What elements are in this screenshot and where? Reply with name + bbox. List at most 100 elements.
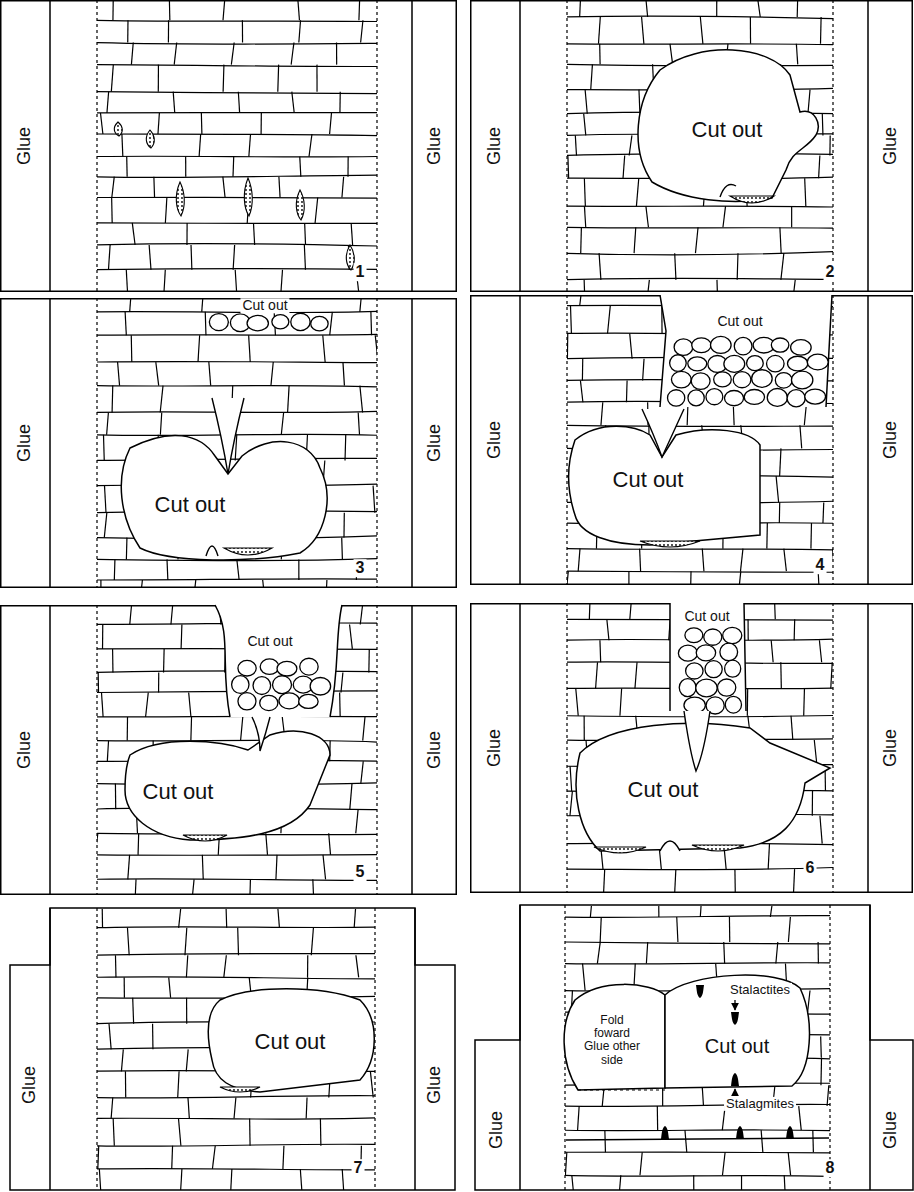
panel-border <box>1 1 457 292</box>
glue-tab-edge <box>411 0 413 292</box>
panel-border <box>471 1 913 292</box>
joint-line <box>819 156 820 179</box>
stalagmite-symbol <box>661 1126 669 1139</box>
bedding-line <box>97 20 377 21</box>
rubble-stone <box>670 355 687 372</box>
callout-number: 4 <box>814 556 827 574</box>
joint-line <box>635 662 637 688</box>
joint-line <box>223 177 225 198</box>
joint-line <box>158 672 159 692</box>
joint-line <box>741 549 743 572</box>
cut-line <box>660 295 832 407</box>
cut-out-label: Cut out <box>245 634 294 649</box>
joint-line <box>370 1071 373 1097</box>
limestone-bricks <box>565 906 830 1190</box>
cut-out-label: Cut out <box>255 1030 326 1054</box>
joint-line <box>646 942 647 964</box>
bedding-line <box>97 175 377 177</box>
joint-line <box>304 223 306 245</box>
panel-features <box>114 122 354 270</box>
joint-line <box>343 362 344 386</box>
joint-line <box>102 624 103 648</box>
joint-line <box>604 1130 606 1152</box>
glue-tab-edge <box>519 295 521 585</box>
joint-line <box>600 917 601 942</box>
joint-line <box>131 335 133 362</box>
joint-line <box>186 223 187 245</box>
joint-line <box>579 1 581 17</box>
joint-line <box>700 906 701 917</box>
glue-tab-edge <box>49 0 51 292</box>
joint-line <box>103 435 105 461</box>
joint-line <box>339 92 340 113</box>
joint-line <box>626 381 628 403</box>
joint-line <box>685 1130 687 1152</box>
joint-line <box>160 386 163 413</box>
joint-line <box>271 362 273 386</box>
joint-line <box>202 299 203 312</box>
joint-line <box>358 1 360 20</box>
joint-line <box>107 412 109 434</box>
callout-number: 3 <box>354 559 367 577</box>
rubble-stone <box>679 679 696 697</box>
joint-line <box>805 178 806 206</box>
joint-line <box>796 44 797 65</box>
joint-line <box>799 1106 802 1130</box>
joint-line <box>368 649 370 673</box>
joint-line <box>237 928 239 955</box>
bedding-line <box>567 571 833 572</box>
joint-line <box>716 1 717 17</box>
bedding-line <box>97 244 377 247</box>
cut-out-label: Cut out <box>628 778 699 802</box>
joint-line <box>107 741 108 762</box>
joint-line <box>601 402 603 425</box>
joint-line <box>620 689 622 716</box>
joint-line <box>747 619 748 640</box>
joint-line <box>677 917 678 942</box>
joint-line <box>342 1169 344 1190</box>
cave-layer <box>114 50 832 1140</box>
joint-line <box>235 270 236 291</box>
joint-line <box>741 1175 742 1190</box>
dissolved-joint <box>296 190 304 220</box>
joint-line <box>185 157 186 177</box>
bedding-line <box>97 879 377 881</box>
joint-line <box>628 571 629 584</box>
joint-line <box>643 359 644 381</box>
joint-line <box>309 134 312 157</box>
rubble-stone <box>725 696 741 713</box>
joint-line <box>370 312 372 335</box>
joint-line <box>358 412 359 434</box>
joint-line <box>630 604 632 619</box>
joint-line <box>193 580 196 587</box>
joint-line <box>127 717 128 741</box>
fold-line <box>566 295 567 585</box>
joint-line <box>186 955 187 977</box>
joint-line <box>603 869 604 892</box>
rubble-stone <box>714 372 732 387</box>
joint-line <box>168 20 169 42</box>
joint-line <box>598 17 600 44</box>
joint-line <box>800 425 802 448</box>
joint-line <box>132 998 134 1024</box>
joint-line <box>112 649 114 673</box>
joint-line <box>171 606 173 624</box>
bedding-line <box>97 269 377 270</box>
rubble-stone <box>291 313 310 330</box>
joint-line <box>341 672 343 692</box>
glue-tab-label: Glue <box>20 1064 40 1106</box>
joint-line <box>107 92 109 113</box>
joint-line <box>812 1130 814 1152</box>
stalactite-symbol <box>696 985 704 998</box>
fold-line <box>566 0 567 292</box>
joint-line <box>281 270 283 291</box>
glue-tab-label: Glue <box>485 727 505 769</box>
joint-line <box>350 784 352 810</box>
joint-line <box>808 90 810 114</box>
joint-line <box>298 559 299 580</box>
joint-line <box>575 135 576 155</box>
rubble-stone <box>232 676 249 694</box>
rubble-stone <box>747 356 764 371</box>
joint-line <box>313 879 314 894</box>
joint-line <box>351 223 352 245</box>
